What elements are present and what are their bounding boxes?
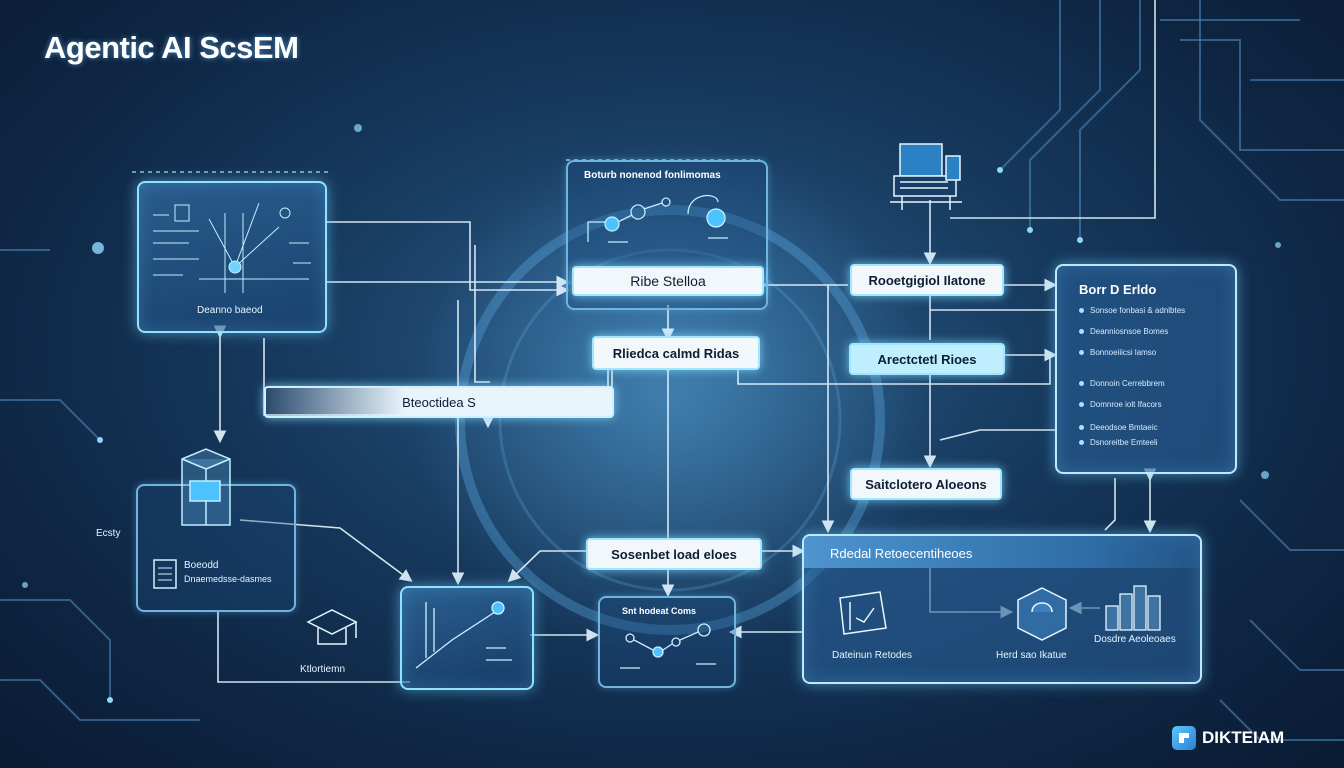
icon-caption: Ktlortiemn xyxy=(300,664,346,675)
storage-subcaption: Dnaemedsse-dasmes xyxy=(184,574,272,584)
node-chain-icon xyxy=(620,623,716,669)
list-item: Sonsoe fonbasi & adnlbtes xyxy=(1079,306,1229,315)
secure-box-icon xyxy=(1017,587,1067,641)
bteoctidea-label[interactable]: Bteoctidea S xyxy=(264,386,614,418)
recommendation-caption: Herd sao Ikatue xyxy=(996,650,1067,661)
process-panel-header: Boturb nonenod fonlimomas xyxy=(584,170,721,181)
list-panel-items: Sonsoe fonbasi & adnlbtes Deanniosnsoe B… xyxy=(1079,306,1229,447)
recommendation-caption: Dosdre Aeoleoaes xyxy=(1094,634,1176,645)
storage-caption: Boeodd xyxy=(184,560,219,571)
page-title: Agentic AI ScsEM xyxy=(44,30,299,65)
list-item: Bonnoeiiicsi lamso xyxy=(1079,348,1229,357)
process-panel[interactable]: Boturb nonenod fonlimomas Ribe Stelloa xyxy=(566,160,768,310)
sosenbet-label[interactable]: Sosenbet load eloes xyxy=(586,538,762,570)
list-item: Dsnoreitbe Emteeli xyxy=(1079,438,1229,447)
stelloa-label[interactable]: Ribe Stelloa xyxy=(572,266,764,296)
coms-panel-header: Snt hodeat Coms xyxy=(622,606,697,616)
saitclotero-label[interactable]: Saitclotero Aloeons xyxy=(850,468,1002,500)
chart-box-icon xyxy=(839,591,887,635)
side-caption: Ecsty xyxy=(96,528,121,539)
list-item: Deeodsoe Bmtaeic xyxy=(1079,423,1229,432)
analysis-panel[interactable] xyxy=(400,586,534,690)
coms-panel[interactable]: Snt hodeat Coms xyxy=(598,596,736,688)
brand-logo-icon xyxy=(1172,726,1196,750)
graduation-cap-icon xyxy=(306,609,358,645)
dashboard-panel[interactable]: Deanno baeod xyxy=(137,181,327,333)
bar-chart-icon xyxy=(1105,585,1161,631)
brand: DIKTEIAM xyxy=(1172,726,1284,750)
list-item: Donnoin Cerrebbrem xyxy=(1079,379,1229,388)
glass-cube-icon xyxy=(181,448,231,526)
document-icon xyxy=(153,559,177,589)
line-graph-icon xyxy=(415,601,512,669)
list-item: Deanniosnsoe Bomes xyxy=(1079,327,1229,336)
recommendations-header: Rdedal Retoecentiheoes xyxy=(830,546,973,561)
network-nodes-icon xyxy=(587,194,728,243)
recommendation-caption: Dateinun Retodes xyxy=(832,650,913,661)
recommendations-header-bar xyxy=(804,536,1200,568)
laptop-icon xyxy=(890,143,962,210)
recommendations-panel[interactable]: Rdedal Retoecentiheoes Dateinun Retodes … xyxy=(802,534,1202,684)
brand-name: DIKTEIAM xyxy=(1202,728,1285,747)
arectctetl-label[interactable]: Arectctetl Rioes xyxy=(849,343,1005,375)
list-panel-header: Borr D Erldo xyxy=(1079,282,1157,297)
dashboard-graph-icon xyxy=(153,202,311,293)
list-item: Domnroe iolt Ifacors xyxy=(1079,400,1229,409)
dashboard-caption: Deanno baeod xyxy=(197,305,263,316)
ridas-label[interactable]: Rliedca calmd Ridas xyxy=(592,336,760,370)
rooetgigiol-label[interactable]: Rooetgigiol Ilatone xyxy=(850,264,1004,296)
list-panel[interactable]: Borr D Erldo Sonsoe fonbasi & adnlbtes D… xyxy=(1055,264,1237,474)
